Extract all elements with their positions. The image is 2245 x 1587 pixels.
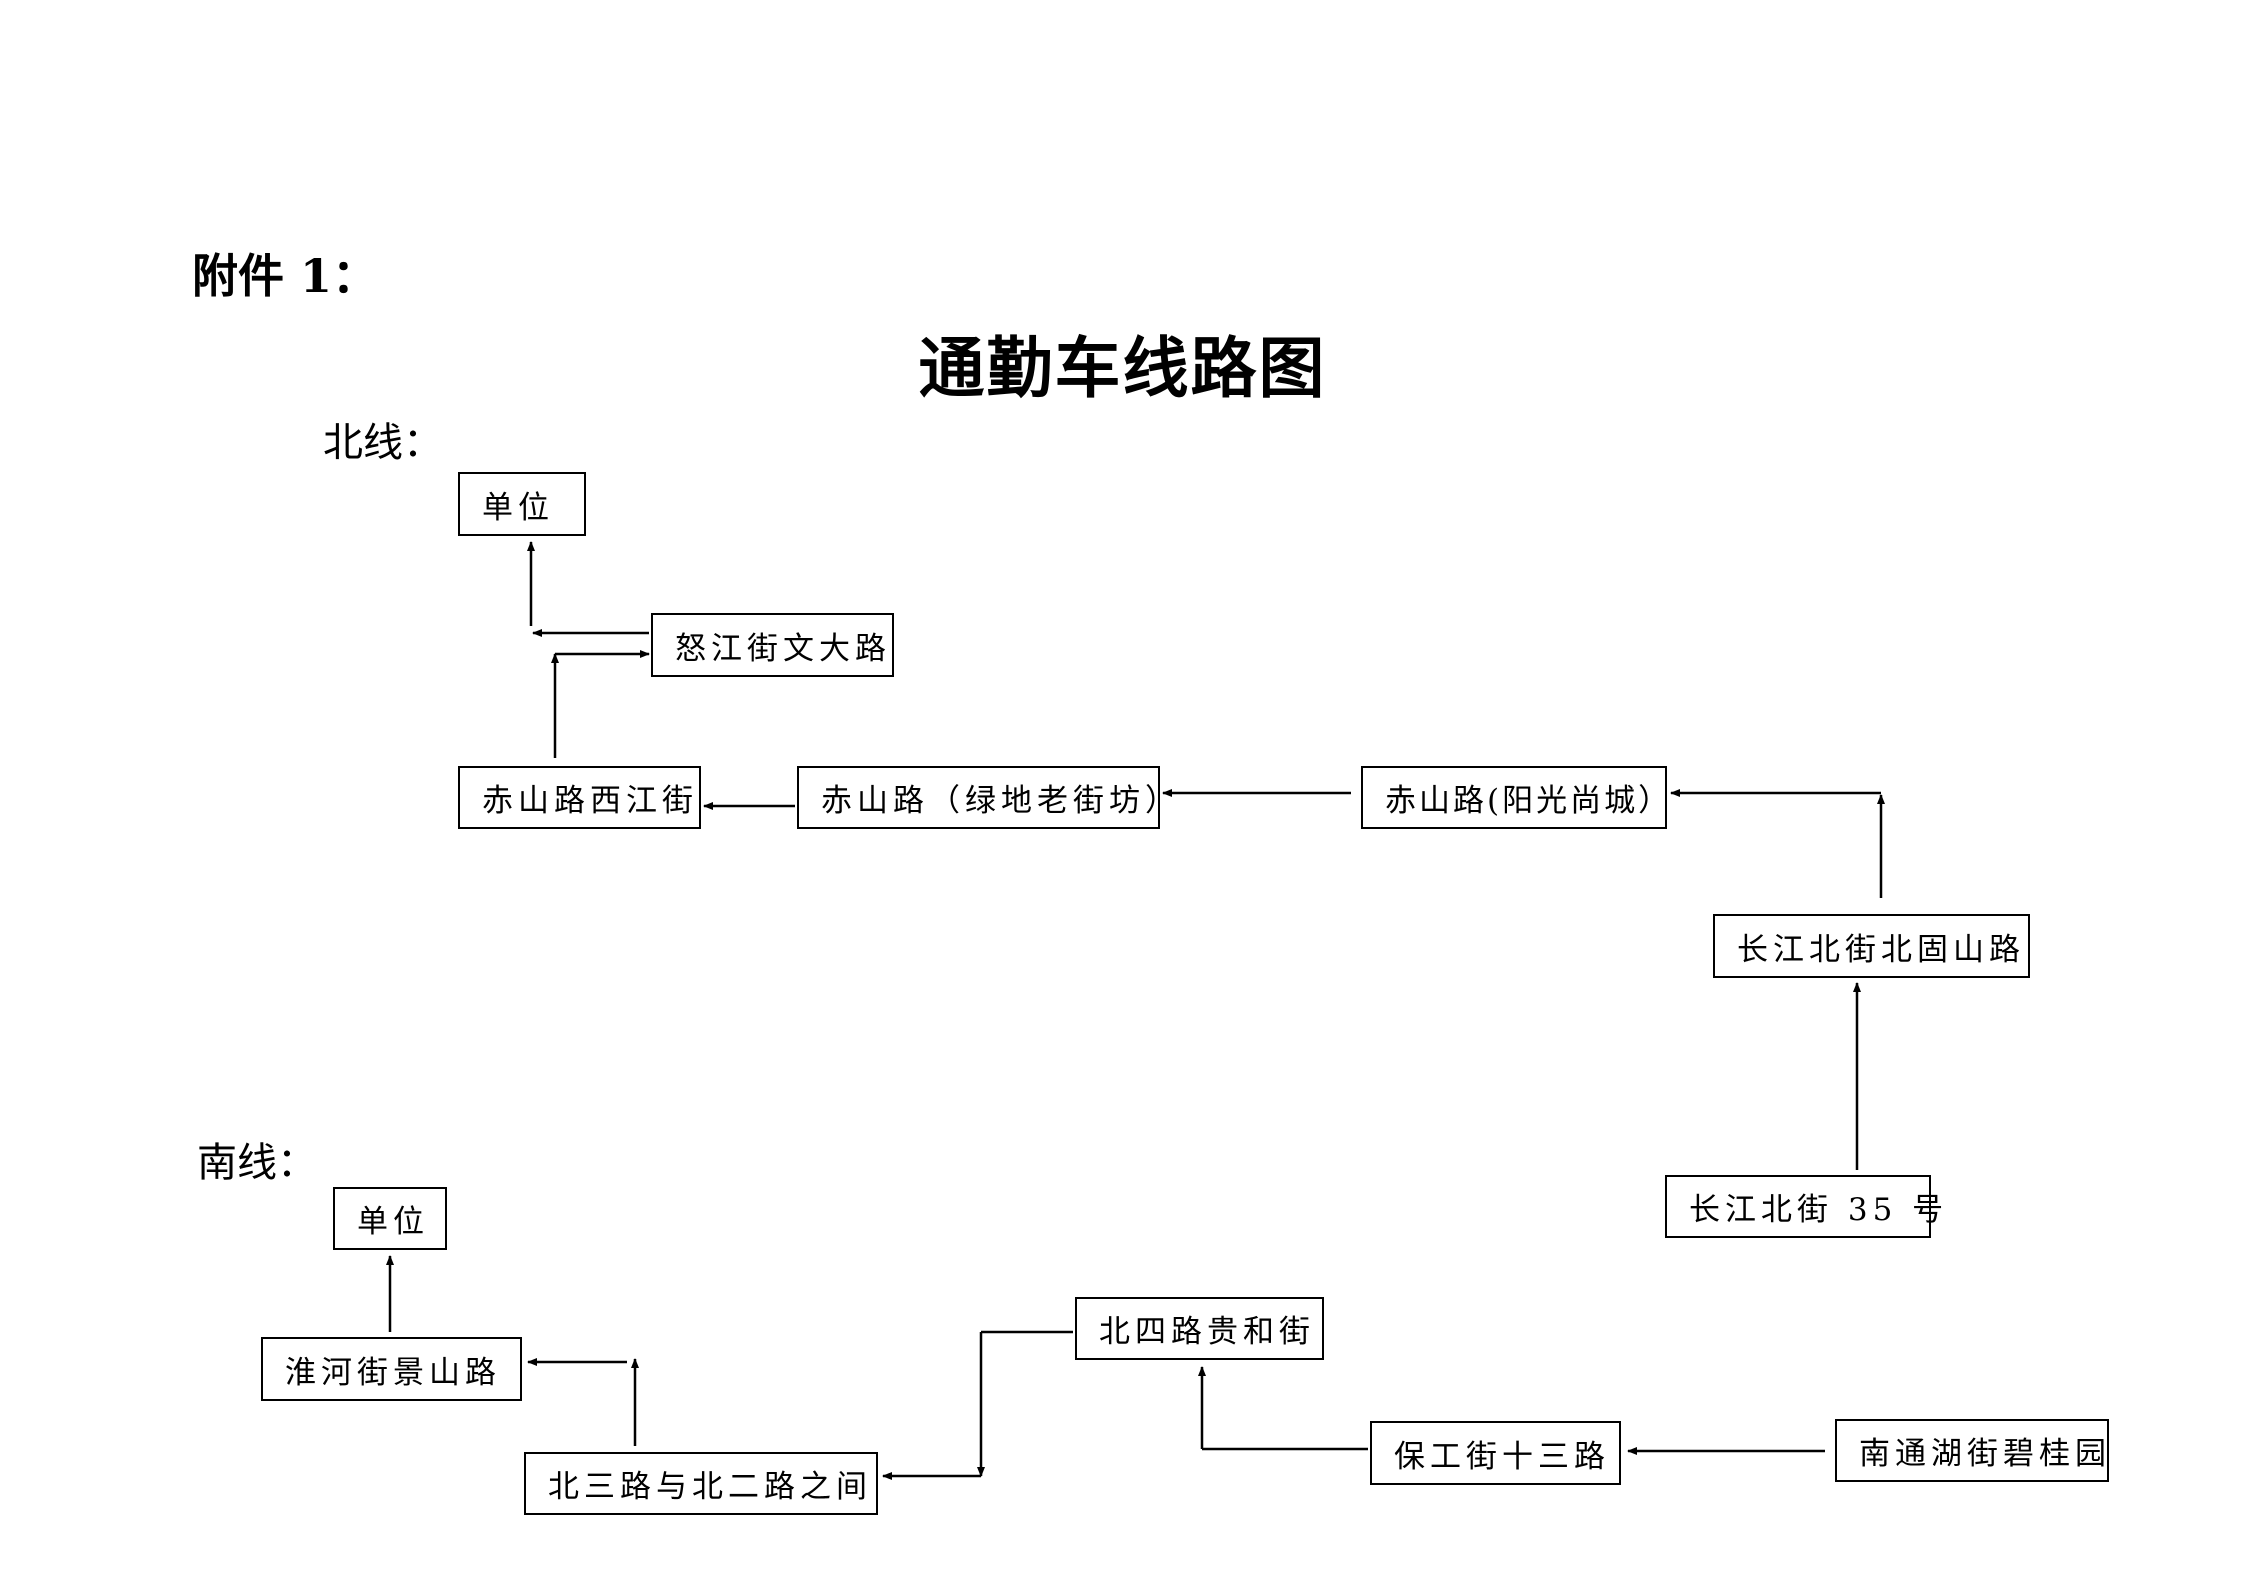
attachment-label: 附件 1： — [192, 249, 379, 303]
south-node-beisan-beier: 北三路与北二路之间 — [524, 1452, 878, 1515]
north-node-unit: 单位 — [458, 472, 586, 536]
page-title: 通勤车线路图 — [918, 329, 1327, 407]
north-node-chishan-xijiang: 赤山路西江街 — [458, 766, 701, 829]
north-node-changjiang-35: 长江北街 35 号 — [1665, 1175, 1943, 1238]
north-node-chishan-lvdi: 赤山路（绿地老街坊） — [797, 766, 1176, 829]
north-node-nujiang-wenda: 怒江街文大路 — [651, 613, 894, 677]
south-node-huaihe-jingshan: 淮河街景山路 — [261, 1337, 522, 1401]
south-node-unit: 单位 — [333, 1187, 447, 1250]
south-node-baogong-13: 保工街十三路 — [1370, 1421, 1621, 1485]
north-node-chishan-yangguang: 赤山路(阳光尚城） — [1361, 766, 1669, 829]
south-node-beisi-guihe: 北四路贵和街 — [1075, 1297, 1324, 1360]
north-line-label: 北线： — [323, 420, 443, 466]
south-node-nantonghu-biguiyuan: 南通湖街碧桂园 — [1835, 1419, 2109, 1482]
north-node-changjiang-gushan: 长江北街北固山路 — [1713, 914, 2030, 978]
south-line-label: 南线： — [197, 1140, 317, 1186]
